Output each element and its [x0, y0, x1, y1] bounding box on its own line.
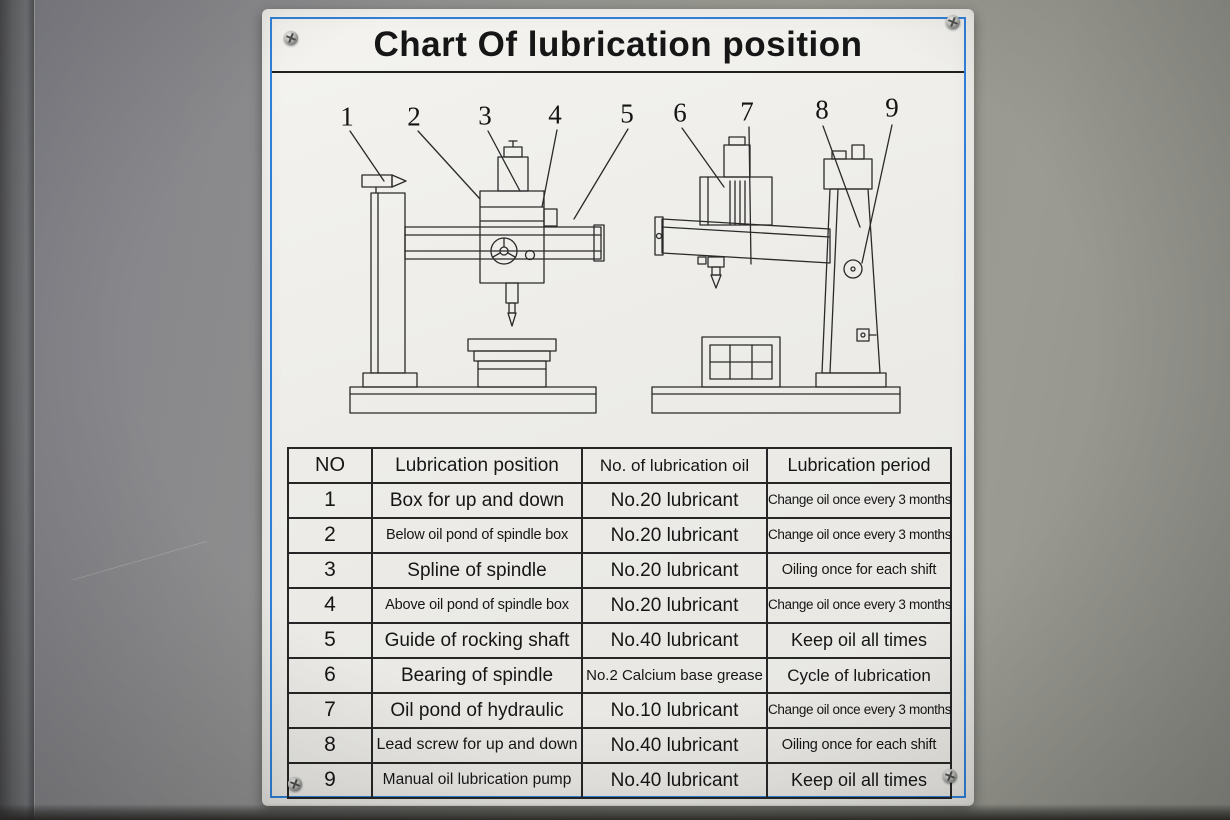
table-row: 2 Below oil pond of spindle box No.20 lu… — [287, 517, 952, 554]
cell-period: Change oil once every 3 months — [766, 587, 952, 624]
cell-no: 8 — [287, 727, 373, 764]
screw-bottom-left — [288, 777, 302, 791]
table-row: 4 Above oil pond of spindle box No.20 lu… — [287, 587, 952, 624]
screw-bottom-right — [943, 769, 957, 783]
cell-oil: No.20 lubricant — [581, 552, 768, 589]
cell-position: Bearing of spindle — [371, 657, 583, 694]
cell-oil: No.40 lubricant — [581, 762, 768, 799]
cell-period: Oiling once for each shift — [766, 552, 952, 589]
cell-position: Guide of rocking shaft — [371, 622, 583, 659]
callout-number-1: 1 — [340, 101, 354, 132]
cell-period: Keep oil all times — [766, 762, 952, 799]
cell-oil: No.40 lubricant — [581, 727, 768, 764]
cell-period: Cycle of lubrication — [766, 657, 952, 694]
table-row: 3 Spline of spindle No.20 lubricant Oili… — [287, 552, 952, 589]
col-header-period: Lubrication period — [766, 447, 952, 484]
cell-oil: No.40 lubricant — [581, 622, 768, 659]
cell-period: Keep oil all times — [766, 622, 952, 659]
callout-number-5: 5 — [620, 98, 634, 129]
cell-no: 6 — [287, 657, 373, 694]
screw-top-left — [284, 31, 298, 45]
cell-position: Oil pond of hydraulic — [371, 692, 583, 729]
cell-position: Manual oil lubrication pump — [371, 762, 583, 799]
cell-no: 7 — [287, 692, 373, 729]
left-machine-drawing — [349, 140, 605, 414]
cell-no: 4 — [287, 587, 373, 624]
cell-oil: No.10 lubricant — [581, 692, 768, 729]
sign-title: Chart Of lubrication position — [373, 25, 863, 64]
cell-oil: No.20 lubricant — [581, 482, 768, 519]
cell-period: Oiling once for each shift — [766, 727, 952, 764]
cell-position: Lead screw for up and down — [371, 727, 583, 764]
table-row: 1 Box for up and down No.20 lubricant Ch… — [287, 482, 952, 519]
diagram-area: 1 2 3 4 5 6 7 8 9 — [272, 81, 964, 449]
cell-period: Change oil once every 3 months — [766, 482, 952, 519]
col-header-oil: No. of lubrication oil — [581, 447, 768, 484]
screw-top-right — [946, 15, 960, 29]
callout-number-9: 9 — [885, 92, 899, 123]
cell-period: Change oil once every 3 months — [766, 517, 952, 554]
cell-oil: No.2 Calcium base grease — [581, 657, 768, 694]
callout-number-7: 7 — [740, 96, 754, 127]
lubrication-sign-plate: Chart Of lubrication position — [262, 9, 974, 806]
cell-no: 1 — [287, 482, 373, 519]
cell-no: 3 — [287, 552, 373, 589]
table-row: 5 Guide of rocking shaft No.40 lubricant… — [287, 622, 952, 659]
cell-position: Above oil pond of spindle box — [371, 587, 583, 624]
cell-period: Change oil once every 3 months — [766, 692, 952, 729]
panel-scratch — [72, 540, 208, 581]
sign-title-row: Chart Of lubrication position — [272, 19, 964, 73]
cell-position: Box for up and down — [371, 482, 583, 519]
callout-number-4: 4 — [548, 99, 562, 130]
lubrication-table: NO Lubrication position No. of lubricati… — [287, 447, 952, 799]
cell-no: 2 — [287, 517, 373, 554]
callout-number-2: 2 — [407, 101, 421, 132]
col-header-no: NO — [287, 447, 373, 484]
callout-leader-lines — [349, 124, 893, 265]
cell-oil: No.20 lubricant — [581, 517, 768, 554]
callout-number-3: 3 — [478, 100, 492, 131]
table-row: 8 Lead screw for up and down No.40 lubri… — [287, 727, 952, 764]
radial-drill-diagram — [349, 124, 901, 414]
panel-bottom-shadow — [0, 804, 1230, 820]
callout-number-6: 6 — [673, 97, 687, 128]
cell-no: 5 — [287, 622, 373, 659]
metal-panel-left-edge — [0, 0, 35, 820]
right-machine-drawing — [651, 136, 901, 414]
cell-position: Spline of spindle — [371, 552, 583, 589]
col-header-position: Lubrication position — [371, 447, 583, 484]
cell-position: Below oil pond of spindle box — [371, 517, 583, 554]
cell-oil: No.20 lubricant — [581, 587, 768, 624]
table-header-row: NO Lubrication position No. of lubricati… — [287, 447, 952, 484]
callout-number-8: 8 — [815, 94, 829, 125]
table-row: 9 Manual oil lubrication pump No.40 lubr… — [287, 762, 952, 799]
table-row: 7 Oil pond of hydraulic No.10 lubricant … — [287, 692, 952, 729]
table-row: 6 Bearing of spindle No.2 Calcium base g… — [287, 657, 952, 694]
